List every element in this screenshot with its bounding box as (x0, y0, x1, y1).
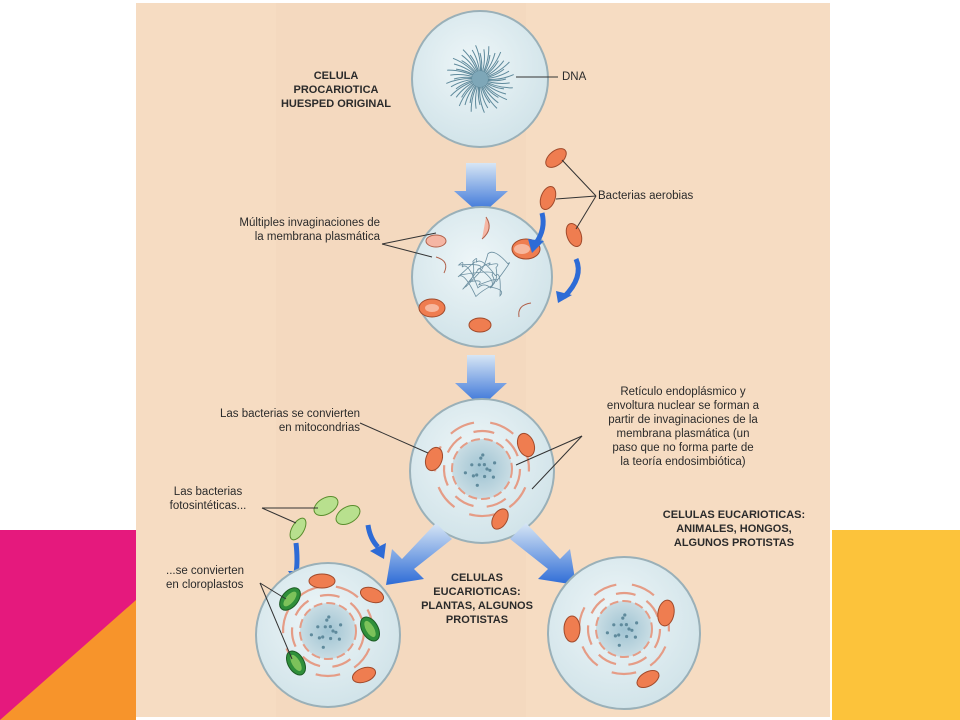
er-leader-1 (515, 435, 583, 466)
mito-leader (359, 422, 429, 454)
prokaryote-cell (411, 10, 549, 148)
photosynthetic-bacterium-1 (313, 496, 339, 516)
engulf-arrow-1 (533, 212, 546, 245)
aerobic-leader-2 (555, 195, 597, 200)
aerobic-leader-1 (561, 159, 597, 197)
arrow-to-animal (510, 523, 576, 585)
label-photosynthetic: Las bacterias fotosintéticas... (169, 486, 247, 512)
endosymbiosis-diagram (255, 3, 701, 717)
label-chloroplasts: ...se convierten en cloroplastos (166, 565, 244, 591)
animal-cell (547, 556, 701, 710)
photosynthetic-bacterium-2 (335, 505, 361, 525)
chloro-leader-1 (259, 582, 287, 600)
aerobic-leader-3 (575, 195, 597, 230)
er-leader-2 (531, 435, 583, 490)
photo-arrow-1 (293, 542, 300, 574)
invagination-leader-1 (381, 232, 437, 245)
plant-cell (255, 562, 401, 708)
arrow-to-plant (386, 523, 452, 585)
chloro-leader-2 (259, 582, 293, 660)
photo-leader-2 (261, 507, 297, 524)
label-mitochondria: Las bacterias se convierten en mitocondr… (220, 408, 360, 434)
photosynthetic-bacterium-3 (289, 517, 307, 541)
slide-yellow-block (832, 530, 960, 720)
label-dna: DNA (562, 71, 587, 83)
early-eukaryote-cell (409, 398, 555, 544)
label-animal-cells: CELULAS EUCARIOTICAS: ANIMALES, HONGOS, … (662, 509, 806, 549)
label-plant-cells: CELULAS EUCARIOTICAS: PLANTAS, ALGUNOS P… (421, 572, 533, 626)
endosymbiosis-figure: CELULA PROCARIOTICA HUESPED ORIGINAL DNA… (136, 3, 830, 717)
photo-arrow-2 (365, 524, 380, 549)
label-aerobic-bacteria: Bacterias aerobias (598, 190, 694, 202)
arrow-down-1 (454, 163, 508, 215)
label-er-nuclear: Retículo endoplásmico y envoltura nuclea… (606, 386, 760, 468)
invaginating-cell (411, 206, 553, 348)
label-invaginations: Múltiples invaginaciones de la membrana … (239, 217, 380, 243)
engulf-arrow-2 (562, 257, 581, 299)
dna-cluster (446, 45, 514, 113)
arrow-down-2 (455, 355, 507, 407)
aerobic-bacterium-2 (539, 185, 557, 211)
aerobic-bacterium-3 (565, 222, 583, 248)
label-prokaryote: CELULA PROCARIOTICA HUESPED ORIGINAL (280, 70, 391, 110)
aerobic-bacterium-1 (545, 148, 567, 168)
invagination-leader-2 (381, 243, 433, 258)
